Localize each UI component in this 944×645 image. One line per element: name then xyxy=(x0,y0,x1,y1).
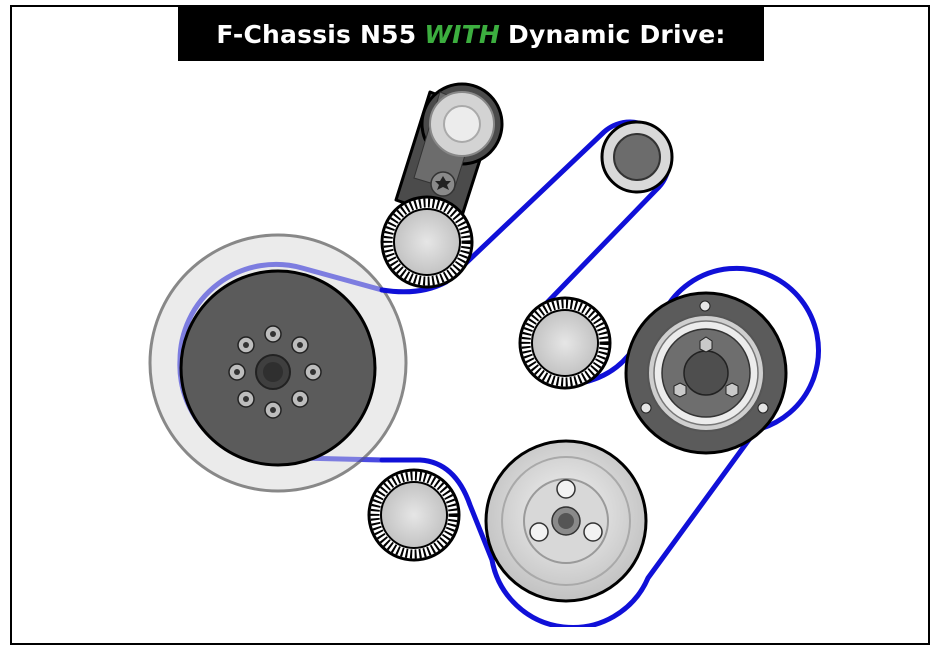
crankshaft-damper xyxy=(148,233,408,493)
belt-routing-diagram xyxy=(148,82,821,627)
small-pulley-top-right xyxy=(600,120,674,194)
torx-icon xyxy=(435,176,451,190)
ac-compressor-pulley xyxy=(624,291,788,455)
idler-pulley-top xyxy=(380,195,474,289)
large-pulley-bottom xyxy=(484,439,648,603)
title-highlight: WITH xyxy=(424,19,501,49)
title-prefix: F-Chassis N55 xyxy=(216,19,417,49)
diagram-title: F-Chassis N55 WITH Dynamic Drive: xyxy=(178,7,764,61)
title-suffix: Dynamic Drive: xyxy=(508,19,726,49)
idler-pulley-bottom xyxy=(367,468,461,562)
idler-pulley-middle xyxy=(518,296,612,390)
tensioner-arm xyxy=(394,82,504,224)
